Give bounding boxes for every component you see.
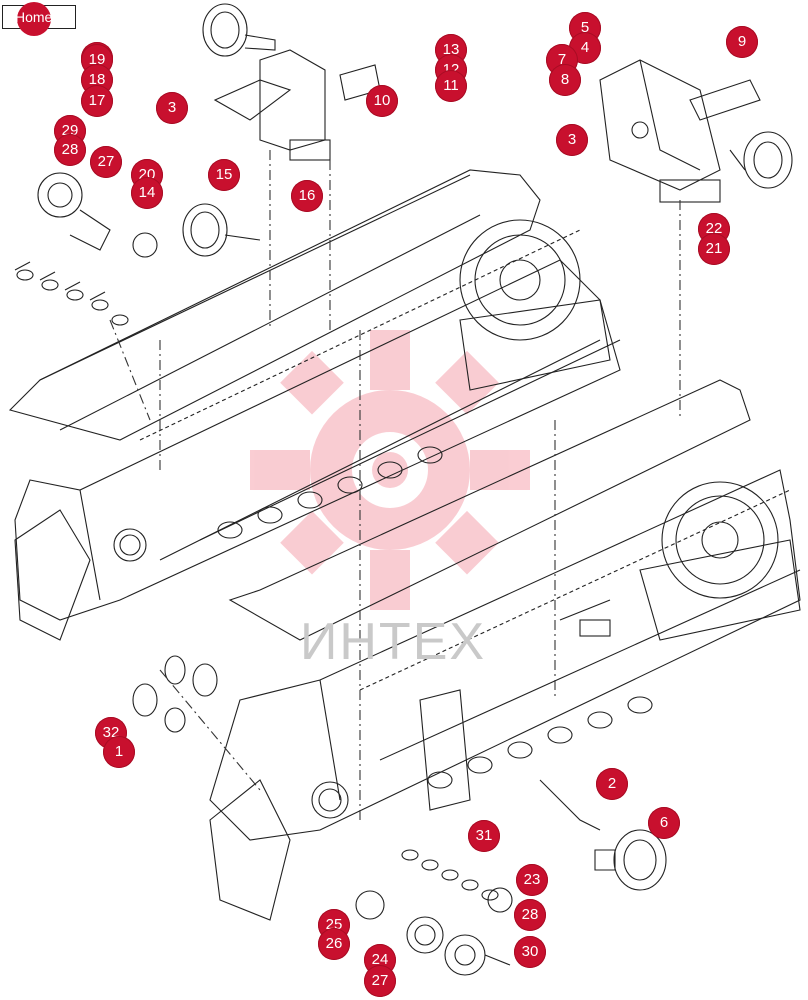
callout-c16[interactable]: 16: [291, 180, 323, 212]
callout-label: 16: [298, 187, 316, 204]
callout-label: 8: [560, 71, 570, 88]
callout-label: 11: [443, 77, 459, 94]
callout-label: 14: [138, 184, 156, 201]
callout-label: 3: [567, 131, 577, 148]
callout-c30[interactable]: 30: [514, 936, 546, 968]
callout-c11[interactable]: 11: [435, 70, 467, 102]
callout-c23[interactable]: 23: [516, 864, 548, 896]
callout-label: 19: [88, 51, 106, 68]
callout-c27b[interactable]: 27: [364, 965, 396, 997]
watermark-gear: [250, 330, 530, 610]
callout-label: 31: [475, 827, 493, 844]
top-left-roller-assembly: [37, 3, 381, 258]
callout-c31[interactable]: 31: [468, 820, 500, 852]
callout-label: 5: [580, 19, 590, 36]
callout-c21[interactable]: 21: [698, 233, 730, 265]
callout-label: 10: [373, 92, 391, 109]
callout-label: 13: [442, 41, 460, 58]
callout-label: 6: [659, 814, 669, 831]
callout-label: 26: [325, 935, 343, 952]
callout-c27a[interactable]: 27: [90, 146, 122, 178]
home-label: Home: [15, 9, 53, 25]
callout-c24[interactable]: 24: [364, 944, 396, 976]
watermark-text: ИНТЕХ: [300, 613, 487, 671]
callout-c14[interactable]: 14: [131, 177, 163, 209]
upper-rollers: [217, 446, 443, 539]
callout-label: 17: [88, 92, 106, 109]
callout-c3b[interactable]: 3: [556, 124, 588, 156]
callout-label: 23: [523, 871, 541, 888]
callout-label: 21: [705, 240, 723, 257]
callout-label: 27: [97, 153, 115, 170]
callout-label: 30: [521, 943, 539, 960]
lower-rollers: [427, 696, 653, 789]
callout-c9[interactable]: 9: [726, 26, 758, 58]
callout-c6[interactable]: 6: [648, 807, 680, 839]
callout-c26[interactable]: 26: [318, 928, 350, 960]
callout-c17[interactable]: 17: [81, 85, 113, 117]
callout-label: 24: [371, 951, 389, 968]
callout-label: 4: [580, 39, 590, 56]
lower-track-frame: [209, 379, 801, 921]
line-art: [8, 3, 801, 976]
callout-label: 7: [557, 51, 567, 68]
callout-c8[interactable]: 8: [549, 64, 581, 96]
callout-c28a[interactable]: 28: [54, 134, 86, 166]
callout-c2[interactable]: 2: [596, 768, 628, 800]
home-button[interactable]: Home: [2, 2, 76, 36]
callout-label: 2: [607, 775, 617, 792]
callout-label: 1: [114, 743, 124, 760]
callout-c28b[interactable]: 28: [514, 899, 546, 931]
loose-parts: [14, 261, 667, 976]
callout-label: 3: [167, 99, 177, 116]
callout-c1[interactable]: 1: [103, 736, 135, 768]
callout-label: 28: [61, 141, 79, 158]
top-right-bracket: [599, 59, 793, 203]
callout-label: 27: [371, 972, 389, 989]
home-dot: [17, 2, 51, 36]
callout-c3a[interactable]: 3: [156, 92, 188, 124]
callout-label: 18: [88, 71, 106, 88]
callout-label: 22: [705, 220, 723, 237]
leader-lines: [109, 150, 681, 820]
callout-label: 28: [521, 906, 539, 923]
callout-c15[interactable]: 15: [208, 159, 240, 191]
callout-c10[interactable]: 10: [366, 85, 398, 117]
callout-label: 9: [737, 33, 747, 50]
callout-label: 15: [215, 166, 233, 183]
